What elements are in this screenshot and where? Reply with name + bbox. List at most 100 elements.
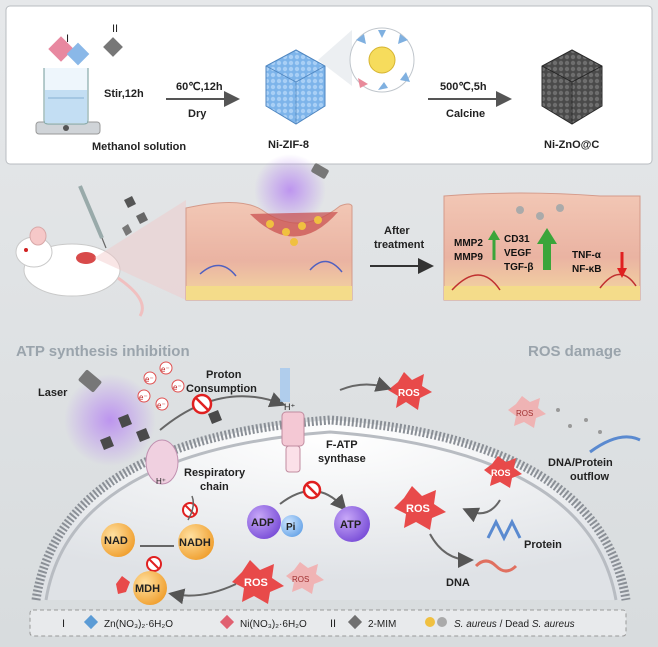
mouse-wound (76, 252, 96, 264)
pi-ball (281, 515, 303, 537)
legend: I Zn(NO₃)₂·6H₂O Ni(NO₃)₂·6H₂O II 2-MIM S… (29, 609, 627, 637)
legend-sa-text: S. aureus / Dead S. aureus (454, 619, 575, 630)
ros-5: ROS (232, 560, 284, 604)
inhibit-slash-1 (195, 397, 209, 411)
legend-frame (29, 609, 627, 637)
tgfb-label: TGF-β (504, 262, 533, 273)
outflow-strand (589, 435, 641, 454)
nadh-to-chain (187, 495, 195, 521)
ros-6: ROS (286, 562, 324, 594)
skin-treated (443, 192, 641, 301)
synthesis-panel-frame (5, 5, 653, 165)
legend-mim-icon (347, 614, 363, 630)
bacteria-3 (298, 222, 306, 230)
zn-node-3 (400, 72, 410, 82)
syringe-needle (101, 237, 107, 249)
electron-4: e⁻ (157, 401, 166, 410)
cd31-label: CD31 (504, 234, 530, 245)
bacteria-4 (314, 216, 322, 224)
legend-ni-label: Ni(NO₃)₂·6H₂O (240, 619, 307, 630)
ros-4: ROS (394, 486, 446, 530)
proton-label: Proton (206, 369, 242, 381)
np-3 (100, 436, 114, 450)
chain-label: chain (200, 481, 229, 493)
nadh-label: NADH (179, 537, 211, 549)
mim-diamond (103, 37, 123, 57)
bacteria-5 (290, 238, 298, 246)
mdh-ball (133, 571, 167, 605)
mouse-ear (29, 226, 47, 246)
legend-ii: II (330, 618, 336, 630)
vegf-label: VEGF (504, 248, 531, 259)
legend-dead-sa-icon (437, 617, 447, 627)
np-1 (118, 414, 132, 428)
cond1-bottom: Dry (188, 108, 207, 120)
laser-head (78, 370, 102, 392)
mmp2-label: MMP2 (454, 238, 483, 249)
electron-5: e⁻ (173, 383, 182, 392)
particle-1 (124, 196, 136, 208)
mmp-up-arrowhead (488, 230, 500, 240)
treatment-label: treatment (374, 239, 424, 251)
ros-arrow-3 (429, 533, 474, 568)
outflow-label-2: outflow (570, 471, 610, 483)
atp-ball (334, 506, 370, 542)
consumption-label: Consumption (186, 383, 257, 395)
legend-sa-label2: S. aureus (532, 619, 575, 630)
ros-label-2: ROS (516, 409, 533, 418)
np-2 (136, 428, 150, 442)
debris-3 (598, 430, 602, 434)
nad-label: NAD (104, 535, 128, 547)
laser-label: Laser (38, 387, 68, 399)
vessels-2 (451, 273, 637, 291)
fatp-stalk (285, 445, 301, 473)
proton-arrow (159, 392, 286, 431)
methanol-liquid (45, 90, 87, 123)
product1-label: Ni-ZIF-8 (268, 139, 309, 151)
ros-label-3: ROS (491, 468, 511, 478)
inhibit-slash-4 (148, 558, 160, 570)
fat-layer-1 (186, 286, 352, 300)
growth-up-arrow (543, 242, 551, 270)
atp-label: ATP (340, 519, 361, 531)
stirrer-knob (63, 125, 69, 131)
ros-damage-title: ROS damage (528, 343, 621, 360)
zn-salt-diamond (66, 42, 90, 66)
protein-label: Protein (524, 539, 562, 551)
legend-ni-icon (219, 614, 235, 630)
zn-node-5 (378, 82, 388, 90)
laser-glow (64, 374, 156, 466)
ni-salt-diamond (48, 36, 74, 62)
respiratory-complex (145, 439, 179, 485)
tnfa-label: TNF-α (572, 250, 602, 261)
cond2-top: 500℃,5h (440, 81, 487, 93)
label-ii: II (112, 23, 118, 35)
bacteria-2 (282, 228, 290, 236)
laser-head-top (311, 163, 329, 179)
zn-node-1 (356, 34, 366, 44)
cond2-bottom: Calcine (446, 108, 485, 120)
electron-2: e⁻ (161, 365, 170, 374)
debris-4 (556, 408, 560, 412)
legend-zn-icon (83, 614, 99, 630)
ros-label-1: ROS (398, 388, 420, 399)
h-plus-resp: H⁺ (156, 477, 166, 486)
ros-2: ROS (508, 396, 546, 428)
after-label: After (384, 225, 410, 237)
np-4 (208, 410, 222, 424)
dna-label: DNA (446, 577, 470, 589)
dead-bacteria-3 (556, 204, 564, 212)
label-i: I (66, 33, 69, 45)
mdh-label: MDH (135, 583, 160, 595)
particle-2 (136, 212, 148, 224)
laser-glow-top (254, 154, 326, 226)
respiratory-label: Respiratory (184, 467, 246, 479)
methanol-label: Methanol solution (92, 141, 186, 153)
cell-membrane (31, 415, 631, 601)
legend-i: I (62, 618, 65, 630)
pi-label: Pi (286, 522, 296, 533)
legend-sa-icon (425, 617, 435, 627)
zoom-cone-skin (94, 200, 186, 300)
atp-inhibition-title: ATP synthesis inhibition (16, 343, 190, 360)
